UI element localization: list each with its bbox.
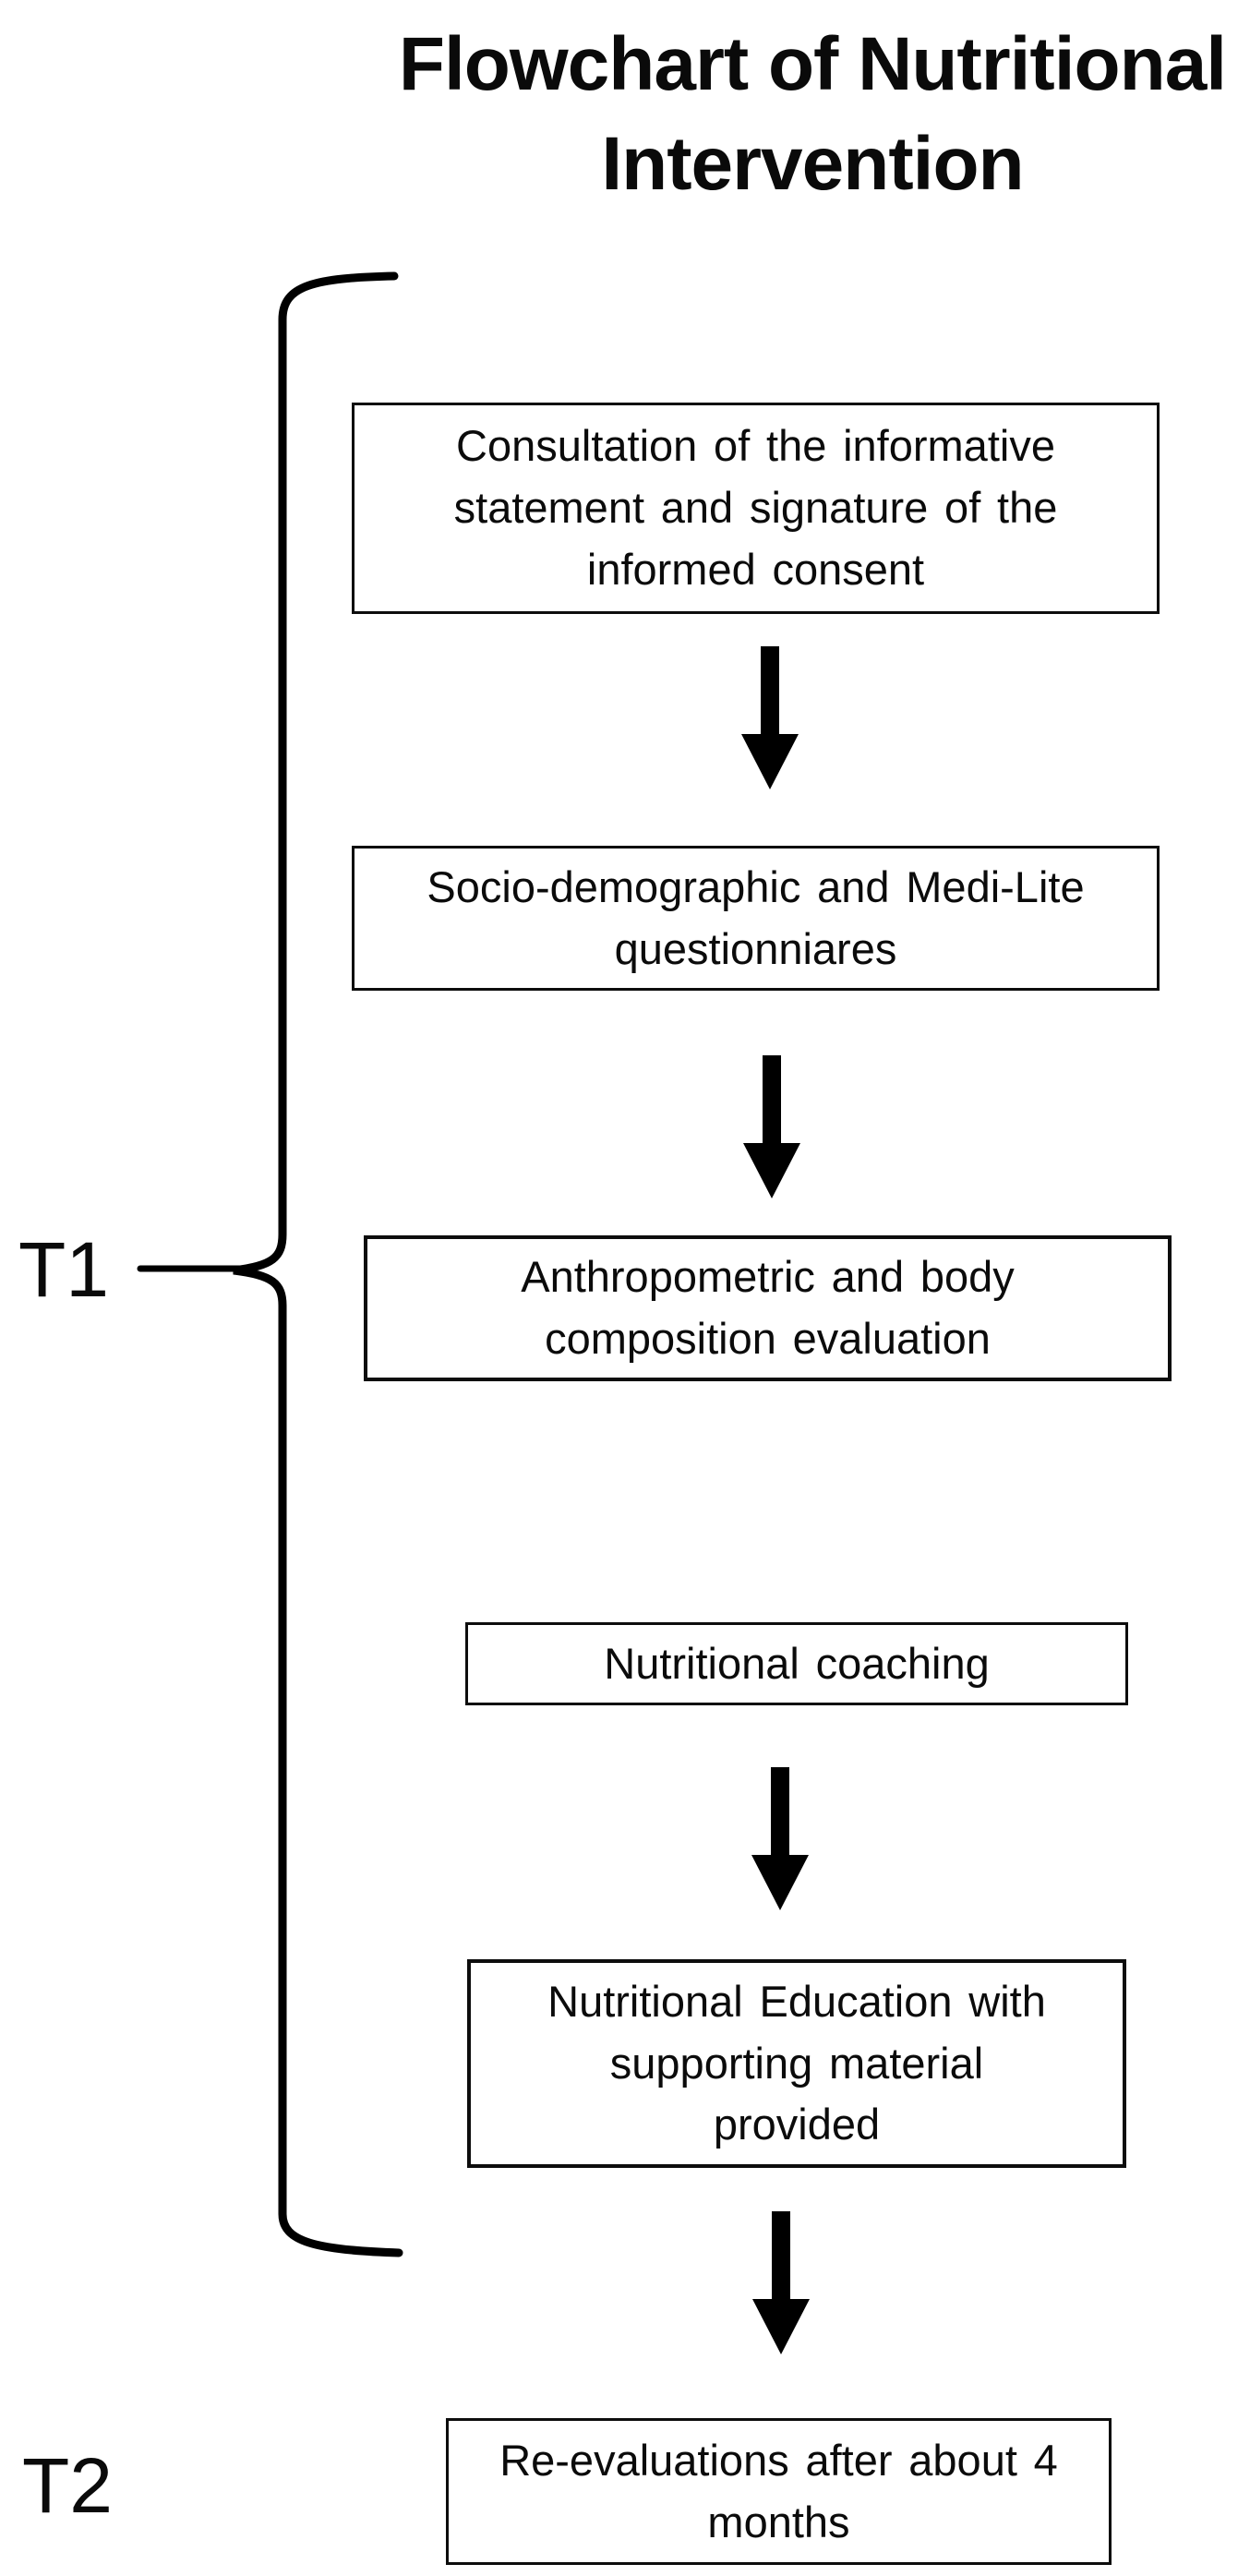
down-arrow-icon (752, 2211, 810, 2354)
flow-box-reevaluation: Re-evaluations after about 4 months (446, 2418, 1112, 2565)
down-arrow-icon (751, 1767, 809, 1910)
down-arrow-icon (741, 646, 799, 789)
flow-box-questionnaires: Socio-demographic and Medi-Lite question… (352, 846, 1160, 991)
flow-box-education-label: Nutritional Education with supporting ma… (547, 1976, 1046, 2149)
down-arrow-icon (743, 1055, 800, 1198)
flow-box-anthropometric-label: Anthropometric and body composition eval… (521, 1252, 1015, 1363)
flow-box-consultation: Consultation of the informative statemen… (352, 403, 1160, 614)
page-title-line-2: Intervention (601, 122, 1024, 207)
timeline-label-t2: T2 (22, 2442, 114, 2529)
page-title-line-1: Flowchart of Nutritional (398, 22, 1227, 106)
timeline-label-t1: T1 (18, 1226, 110, 1313)
flow-box-questionnaires-label: Socio-demographic and Medi-Lite question… (427, 861, 1085, 973)
flow-box-coaching-label: Nutritional coaching (604, 1638, 990, 1688)
page-title: Flowchart of Nutritional Intervention (388, 15, 1237, 214)
flow-box-consultation-label: Consultation of the informative statemen… (453, 421, 1058, 594)
flow-box-reevaluation-label: Re-evaluations after about 4 months (499, 2435, 1058, 2546)
flow-box-coaching: Nutritional coaching (465, 1622, 1128, 1705)
flow-box-anthropometric: Anthropometric and body composition eval… (364, 1235, 1172, 1381)
flow-box-education: Nutritional Education with supporting ma… (467, 1959, 1126, 2168)
